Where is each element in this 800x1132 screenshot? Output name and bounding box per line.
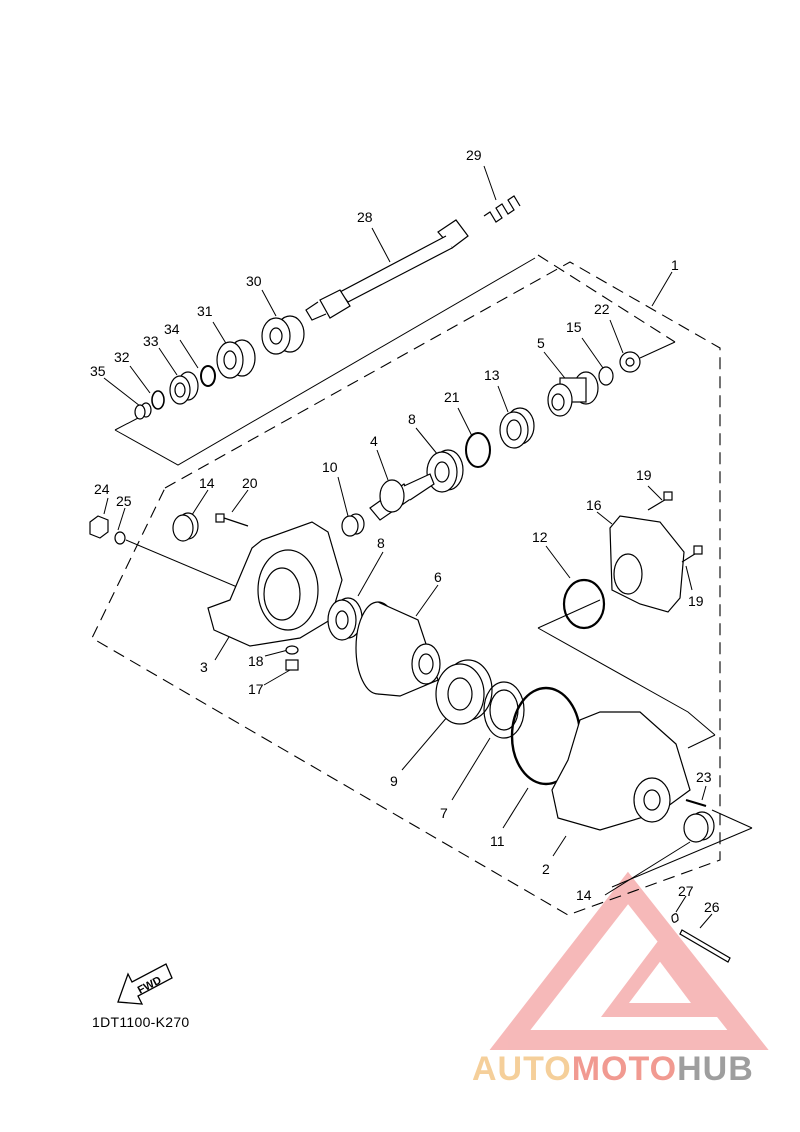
callout-23: 23 [696, 769, 712, 785]
callout-10: 10 [322, 459, 338, 475]
callout-28: 28 [357, 209, 373, 225]
bearing-30 [261, 315, 305, 355]
shaft-group-box [114, 257, 753, 888]
washer-25 [114, 531, 126, 545]
callout-15: 15 [566, 319, 582, 335]
seal-14-right [683, 811, 715, 843]
ring-32 [151, 390, 165, 410]
seal-14-left [172, 512, 199, 542]
callout-34: 34 [164, 321, 180, 337]
bearing-10 [341, 513, 365, 537]
callout-26: 26 [704, 899, 720, 915]
part-code: 1DT1100-K270 [92, 1014, 190, 1030]
clip-27 [671, 913, 679, 923]
callout-30: 30 [246, 273, 262, 289]
pin-23 [685, 799, 707, 807]
callout-1: 1 [671, 257, 679, 273]
coupling-5 [547, 371, 599, 417]
drive-shaft-28 [305, 219, 469, 321]
differential-6 [355, 601, 441, 697]
cover-16 [609, 515, 685, 613]
callout-9: 9 [390, 773, 398, 789]
spring-29 [483, 195, 521, 223]
callout-11: 11 [490, 833, 505, 849]
callout-3: 3 [200, 659, 208, 675]
bolt-20 [215, 513, 249, 527]
gear-case-2 [551, 711, 691, 831]
callout-25: 25 [116, 493, 132, 509]
callout-35: 35 [90, 363, 106, 379]
callout-16: 16 [586, 497, 602, 513]
callout-17: 17 [248, 681, 264, 697]
callout-29: 29 [466, 147, 482, 163]
o-ring-12 [562, 578, 606, 630]
needle-bearing-33 [169, 371, 199, 405]
callout-2: 2 [542, 861, 550, 877]
callout-8: 8 [408, 411, 416, 427]
callout-33: 33 [143, 333, 159, 349]
bolts-19 [647, 491, 703, 563]
callout-14-left: 14 [199, 475, 215, 491]
callout-31: 31 [197, 303, 213, 319]
callout-8-lower: 8 [377, 535, 385, 551]
callout-13: 13 [484, 367, 500, 383]
watermark-part-auto: AUTO [472, 1050, 572, 1088]
pin-26 [679, 929, 731, 963]
watermark-text: AUTOMOTOHUB [472, 1050, 754, 1089]
fwd-arrow-icon: FWD [117, 963, 173, 1005]
callout-18: 18 [248, 653, 264, 669]
watermark-logo [489, 871, 769, 1050]
callout-19-bottom: 19 [688, 593, 704, 609]
bearing-8-lower [327, 597, 363, 641]
collar-31 [216, 339, 256, 379]
nut-24 [89, 515, 109, 539]
callout-24: 24 [94, 481, 110, 497]
nut-22 [619, 351, 641, 373]
callout-4: 4 [370, 433, 378, 449]
callout-labels: 29 28 1 30 31 22 34 33 15 32 35 5 13 21 … [90, 147, 720, 915]
callout-27: 27 [678, 883, 694, 899]
callout-21: 21 [444, 389, 460, 405]
gear-case-3 [207, 521, 343, 647]
bearing-8-upper [426, 449, 464, 493]
watermark-part-hub: HUB [677, 1050, 754, 1088]
circlip-21 [465, 432, 491, 468]
callout-6: 6 [434, 569, 442, 585]
callout-5: 5 [537, 335, 545, 351]
callout-14-right: 14 [576, 887, 592, 903]
callout-19-top: 19 [636, 467, 652, 483]
oil-seal-13 [499, 407, 535, 449]
ring-34 [200, 365, 216, 387]
bearing-9 [435, 659, 493, 725]
washer-18 [285, 645, 299, 655]
callout-22: 22 [594, 301, 610, 317]
washer-15 [598, 366, 614, 386]
assembly-outline [91, 254, 721, 916]
plug-17 [285, 659, 299, 671]
plug-35 [134, 402, 152, 420]
watermark-part-moto: MOTO [571, 1050, 678, 1088]
callout-12: 12 [532, 529, 548, 545]
callout-32: 32 [114, 349, 130, 365]
callout-7: 7 [440, 805, 448, 821]
callout-20: 20 [242, 475, 258, 491]
pinion-gear-4 [369, 473, 435, 521]
